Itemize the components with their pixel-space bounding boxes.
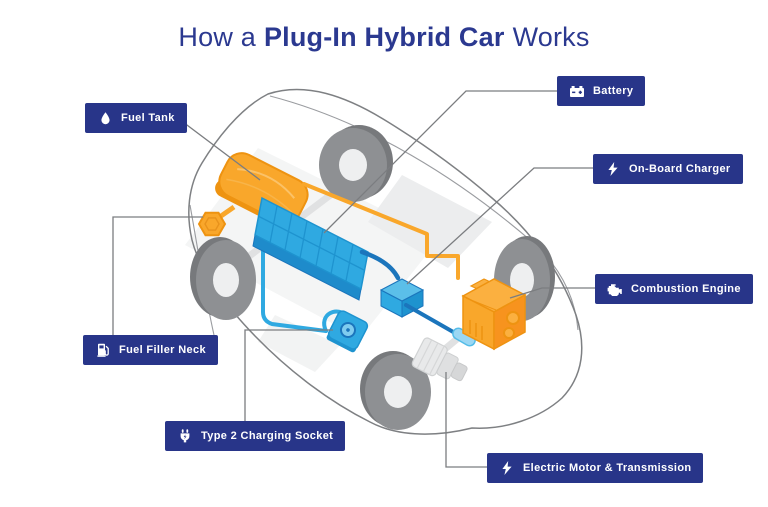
fuel-filler-neck-shape [197, 204, 236, 237]
charging-plug-icon [177, 429, 193, 443]
title-prefix: How a [178, 22, 256, 52]
electric-motor-shape [411, 337, 468, 382]
label-text: Combustion Engine [631, 282, 741, 295]
rear-left-wheel [190, 237, 256, 320]
lightning-bolt-icon [605, 162, 621, 176]
label-fuel-filler-neck: Fuel Filler Neck [83, 335, 218, 365]
label-combustion-engine: Combustion Engine [595, 274, 753, 304]
type-2-charging-socket-shape [326, 310, 369, 353]
label-text: Type 2 Charging Socket [201, 429, 334, 442]
label-text: Electric Motor & Transmission [523, 461, 692, 474]
label-text: Fuel Filler Neck [119, 343, 206, 356]
on-board-charger-shape [379, 278, 425, 318]
label-text: Battery [593, 84, 634, 97]
fuel-line [302, 182, 460, 280]
leader-combustion-engine [509, 287, 595, 299]
leader-lines [112, 90, 595, 468]
engine-icon [607, 282, 623, 296]
car-beltline [269, 95, 579, 331]
label-text: Fuel Tank [121, 111, 175, 124]
battery-to-charger-cable [359, 249, 401, 281]
label-text: On-Board Charger [629, 162, 731, 175]
droplet-icon [97, 111, 113, 125]
label-fuel-tank: Fuel Tank [85, 103, 187, 133]
leader-electric-motor [445, 372, 490, 468]
title-emphasis: Plug-In Hybrid Car [263, 22, 505, 52]
page-title: How a Plug-In Hybrid Car Works [0, 22, 768, 53]
combustion-engine-shape [461, 278, 527, 351]
lightning-bolt-icon [499, 461, 515, 475]
title-suffix: Works [512, 22, 590, 52]
leader-battery [323, 90, 559, 234]
leader-on-board-charger [406, 167, 595, 285]
leader-fuel-tank [174, 115, 261, 181]
rear-right-wheel [319, 125, 393, 202]
front-left-wheel [360, 351, 431, 430]
fuel-pump-icon [95, 343, 111, 357]
label-electric-motor-transmission: Electric Motor & Transmission [487, 453, 704, 483]
label-battery: Battery [557, 76, 646, 106]
battery-pack-shape [252, 196, 369, 301]
car-battery-icon [569, 84, 585, 98]
charging-cable [261, 244, 328, 333]
label-on-board-charger: On-Board Charger [593, 154, 743, 184]
label-type-2-charging-socket: Type 2 Charging Socket [165, 421, 346, 451]
leader-type-2-socket [244, 329, 333, 423]
car-outline [188, 88, 583, 435]
leader-fuel-filler-neck [112, 216, 203, 335]
charger-to-motor-cable [404, 303, 457, 335]
